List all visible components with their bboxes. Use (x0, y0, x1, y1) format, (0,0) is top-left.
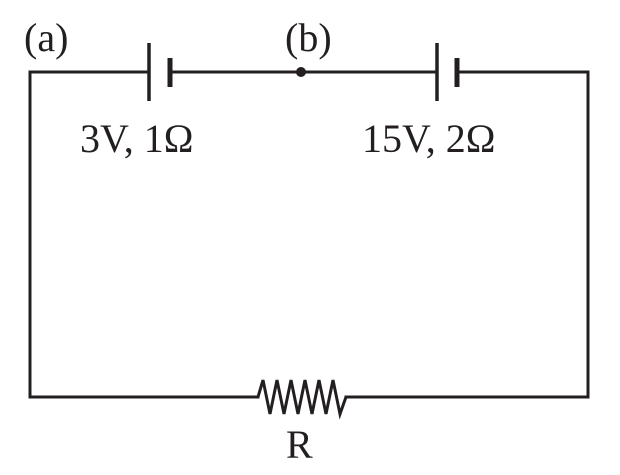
point-b-label: (b) (285, 15, 332, 60)
battery-1-label: 3V, 1Ω (80, 116, 193, 161)
battery-1-symbol (147, 43, 173, 101)
battery-2-label: 15V, 2Ω (362, 116, 495, 161)
circuit-wires (28, 70, 590, 399)
resistor-label: R (286, 422, 313, 467)
point-a-label: (a) (24, 15, 68, 60)
junction-b-dot (296, 67, 306, 77)
battery-2-symbol (435, 43, 460, 101)
resistor-symbol (256, 379, 348, 420)
